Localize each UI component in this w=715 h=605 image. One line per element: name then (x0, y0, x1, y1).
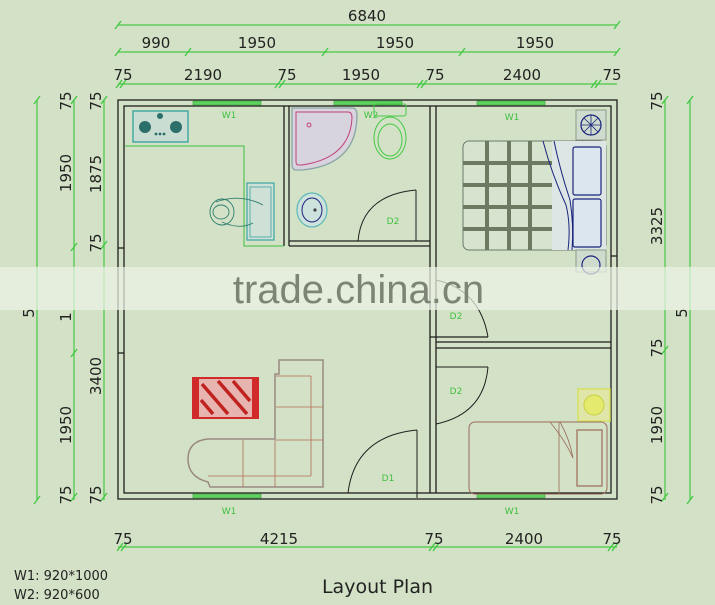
svg-text:1950: 1950 (376, 34, 414, 52)
svg-text:75: 75 (424, 530, 443, 548)
toilet-icon (373, 103, 407, 160)
rug-icon (192, 377, 259, 419)
svg-text:D2: D2 (387, 217, 400, 227)
door-d2-bedroom2 (435, 366, 489, 425)
person-icon (209, 197, 264, 227)
svg-text:75: 75 (87, 91, 105, 110)
watermark-text: trade.china.cn (0, 268, 715, 313)
svg-text:1: 1 (57, 312, 75, 322)
svg-text:75: 75 (602, 66, 621, 84)
svg-text:75: 75 (87, 233, 105, 252)
window-w1-bedroom2 (476, 493, 546, 499)
plan-title: Layout Plan (321, 576, 434, 598)
svg-text:5: 5 (673, 308, 691, 318)
window-w1-bedroom1 (476, 100, 546, 106)
legend-w1: W1: 920*1000 (14, 569, 109, 584)
svg-text:1950: 1950 (57, 406, 75, 444)
window-w1-kitchen (192, 100, 262, 106)
living-room-furniture (187, 359, 418, 498)
svg-text:2400: 2400 (505, 530, 543, 548)
windows (192, 100, 546, 499)
dimension-labels: 6840 990 1950 1950 1950 75 2190 75 1950 … (20, 7, 691, 548)
svg-text:5: 5 (20, 308, 38, 318)
svg-text:2400: 2400 (503, 66, 541, 84)
svg-text:1950: 1950 (648, 406, 666, 444)
top-dimension-lines (114, 20, 621, 89)
svg-text:75: 75 (87, 485, 105, 504)
svg-text:1950: 1950 (57, 154, 75, 192)
kitchen-counter (125, 110, 284, 247)
svg-text:W1: W1 (222, 111, 237, 121)
svg-text:75: 75 (602, 530, 621, 548)
pillow-icon (572, 146, 602, 196)
svg-text:1950: 1950 (342, 66, 380, 84)
svg-text:D2: D2 (450, 312, 463, 322)
svg-text:W1: W1 (222, 507, 237, 517)
door-d1 (333, 429, 418, 498)
svg-text:6840: 6840 (348, 7, 386, 25)
window-w2-bath (333, 100, 403, 106)
bedroom-1-furniture (462, 109, 607, 275)
svg-text:W2: W2 (364, 111, 379, 121)
svg-text:1950: 1950 (516, 34, 554, 52)
bathroom-fixtures (291, 103, 417, 242)
svg-text:75: 75 (648, 91, 666, 110)
svg-text:75: 75 (57, 91, 75, 110)
room-labels: W1 W2 W1 W1 W1 D2 D2 D2 D1 (222, 111, 520, 517)
svg-text:75: 75 (277, 66, 296, 84)
walls (117, 99, 618, 500)
svg-text:4215: 4215 (260, 530, 298, 548)
svg-text:W1: W1 (505, 113, 520, 123)
kitchen-sink-icon (246, 182, 275, 241)
svg-text:D1: D1 (382, 474, 395, 484)
svg-text:1950: 1950 (238, 34, 276, 52)
window-legend: W1: 920*1000 W2: 920*600 (14, 567, 108, 605)
svg-text:990: 990 (142, 34, 171, 52)
window-w1-living (192, 493, 262, 499)
svg-text:75: 75 (113, 530, 132, 548)
bathroom-sink-icon (296, 192, 328, 228)
legend-w2: W2: 920*600 (14, 588, 100, 603)
svg-text:D2: D2 (450, 387, 463, 397)
svg-text:75: 75 (57, 485, 75, 504)
pillow-icon (576, 429, 603, 487)
svg-text:3400: 3400 (87, 357, 105, 395)
door-d2-bath (357, 189, 417, 242)
svg-text:W1: W1 (505, 507, 520, 517)
single-bed-icon (468, 421, 608, 495)
svg-text:3325: 3325 (648, 207, 666, 245)
watermark-label: trade.china.cn (232, 268, 485, 312)
pillow-icon (572, 198, 602, 248)
bedroom-2-furniture (468, 388, 611, 495)
sectional-sofa-icon (187, 359, 324, 488)
watermark-band (0, 267, 715, 310)
svg-text:75: 75 (648, 485, 666, 504)
bottom-dimension-line (116, 542, 619, 552)
svg-text:75: 75 (113, 66, 132, 84)
svg-text:1875: 1875 (87, 155, 105, 193)
svg-text:2190: 2190 (184, 66, 222, 84)
svg-text:75: 75 (648, 338, 666, 357)
svg-text:75: 75 (425, 66, 444, 84)
